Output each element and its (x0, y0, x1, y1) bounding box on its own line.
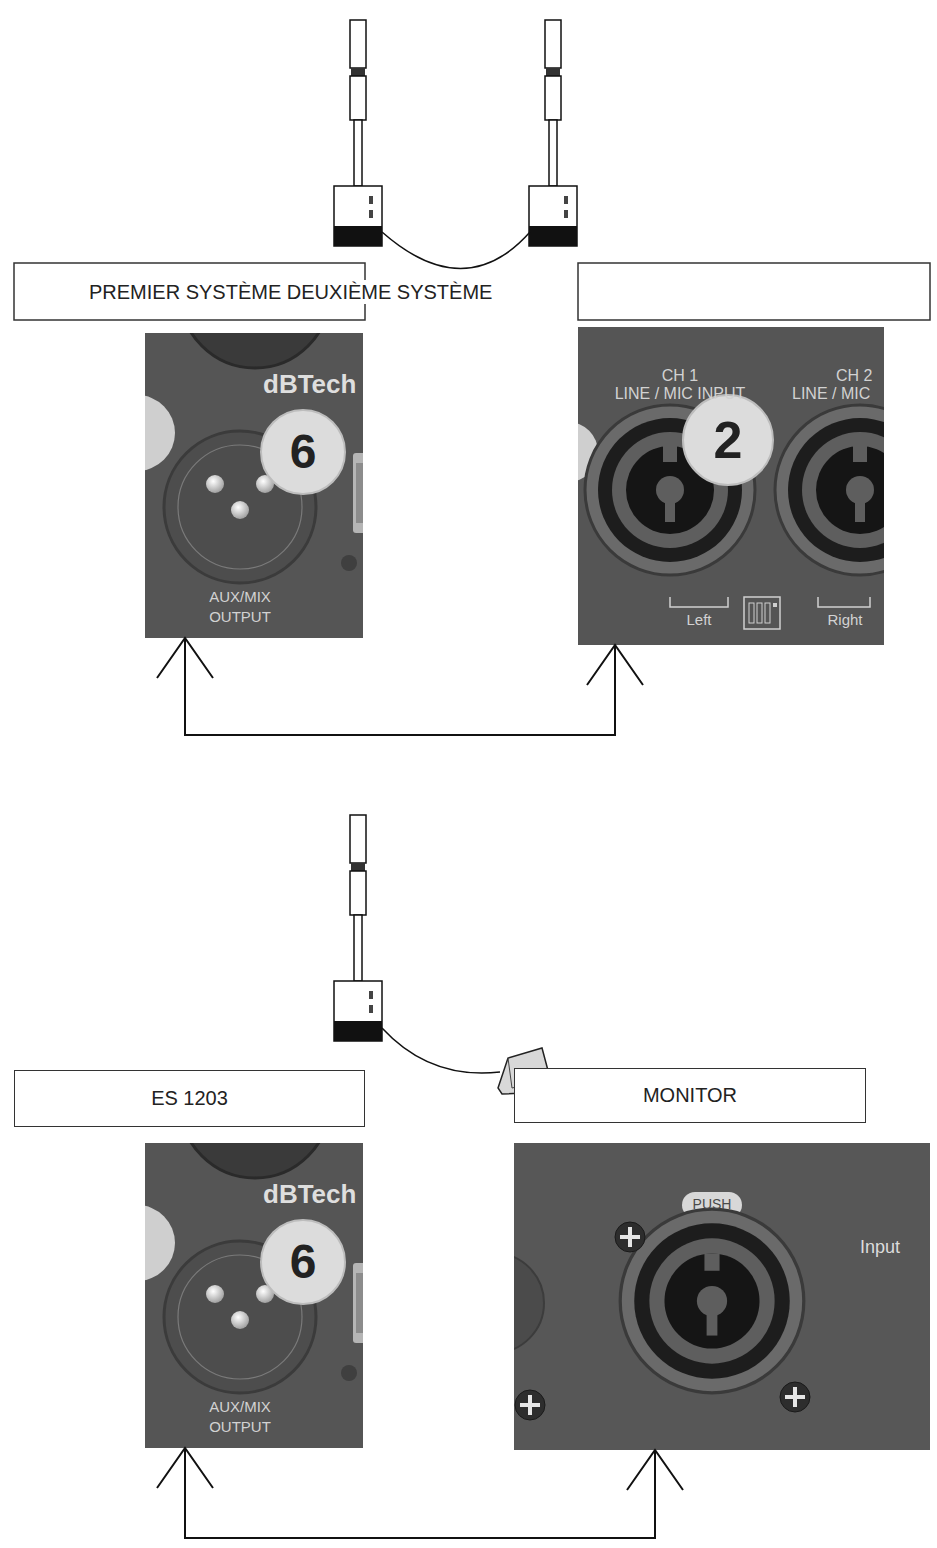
port-label: Input (860, 1237, 926, 1258)
port-label: AUX/MIX OUTPUT (195, 1397, 285, 1437)
cable-line (185, 1448, 655, 1538)
channel-label: CH 1 (630, 367, 730, 385)
monitor-panel: PUSH Input (514, 1143, 930, 1450)
text-holder: Input (860, 1237, 926, 1258)
device-box: ES 1203 (14, 1070, 365, 1127)
box-label: MONITOR (643, 1084, 737, 1107)
brand-logo: dBTech (263, 369, 361, 399)
arrow-head (157, 638, 213, 678)
text-holder: 2 (683, 410, 773, 470)
callout-number: 6 (261, 1234, 345, 1289)
text-holder: 6 (261, 1234, 345, 1289)
text-holder: AUX/MIX OUTPUT (195, 1397, 285, 1437)
cable-line (185, 638, 615, 735)
text-holder: Right (816, 611, 874, 628)
arrow-head (627, 1450, 683, 1490)
side-label: Left (671, 611, 727, 628)
port-label: LINE / MIC INPUT (584, 385, 776, 403)
box-label: ES 1203 (151, 1087, 228, 1110)
brand-logo: dBTech (263, 1179, 361, 1209)
text-holder: 6 (261, 424, 345, 479)
text-holder: PUSH (682, 1196, 742, 1212)
arrow-head (587, 645, 643, 685)
text-holder: dBTech (263, 369, 361, 399)
signal-cable (185, 1448, 655, 1538)
text-holder: CH 1 (630, 367, 730, 385)
input-panel: CH 1LINE / MIC INPUT CH 2LINE / MIC 2Left R… (578, 327, 884, 645)
text-holder: AUX/MIX OUTPUT (195, 587, 285, 627)
output-panel: dBTech 6AUX/MIX OUTPUT (145, 333, 363, 638)
channel-label: CH 2 (836, 367, 882, 385)
side-label: Right (816, 611, 874, 628)
port-label: LINE / MIC (792, 385, 882, 403)
signal-cable (185, 638, 615, 735)
callout-number: 2 (683, 410, 773, 470)
arrow-head (157, 1448, 213, 1488)
button-label: PUSH (682, 1196, 742, 1212)
device-box: MONITOR (514, 1068, 866, 1123)
text-holder: Left (671, 611, 727, 628)
output-panel: dBTech 6AUX/MIX OUTPUT (145, 1143, 363, 1448)
system-label: PREMIER SYSTÈME DEUXIÈME SYSTÈME (85, 280, 496, 304)
text-holder: dBTech (263, 1179, 361, 1209)
text-holder: CH 2 (836, 367, 882, 385)
port-label: AUX/MIX OUTPUT (195, 587, 285, 627)
callout-number: 6 (261, 424, 345, 479)
text-holder: LINE / MIC INPUT (584, 385, 776, 403)
text-holder: LINE / MIC (792, 385, 882, 403)
